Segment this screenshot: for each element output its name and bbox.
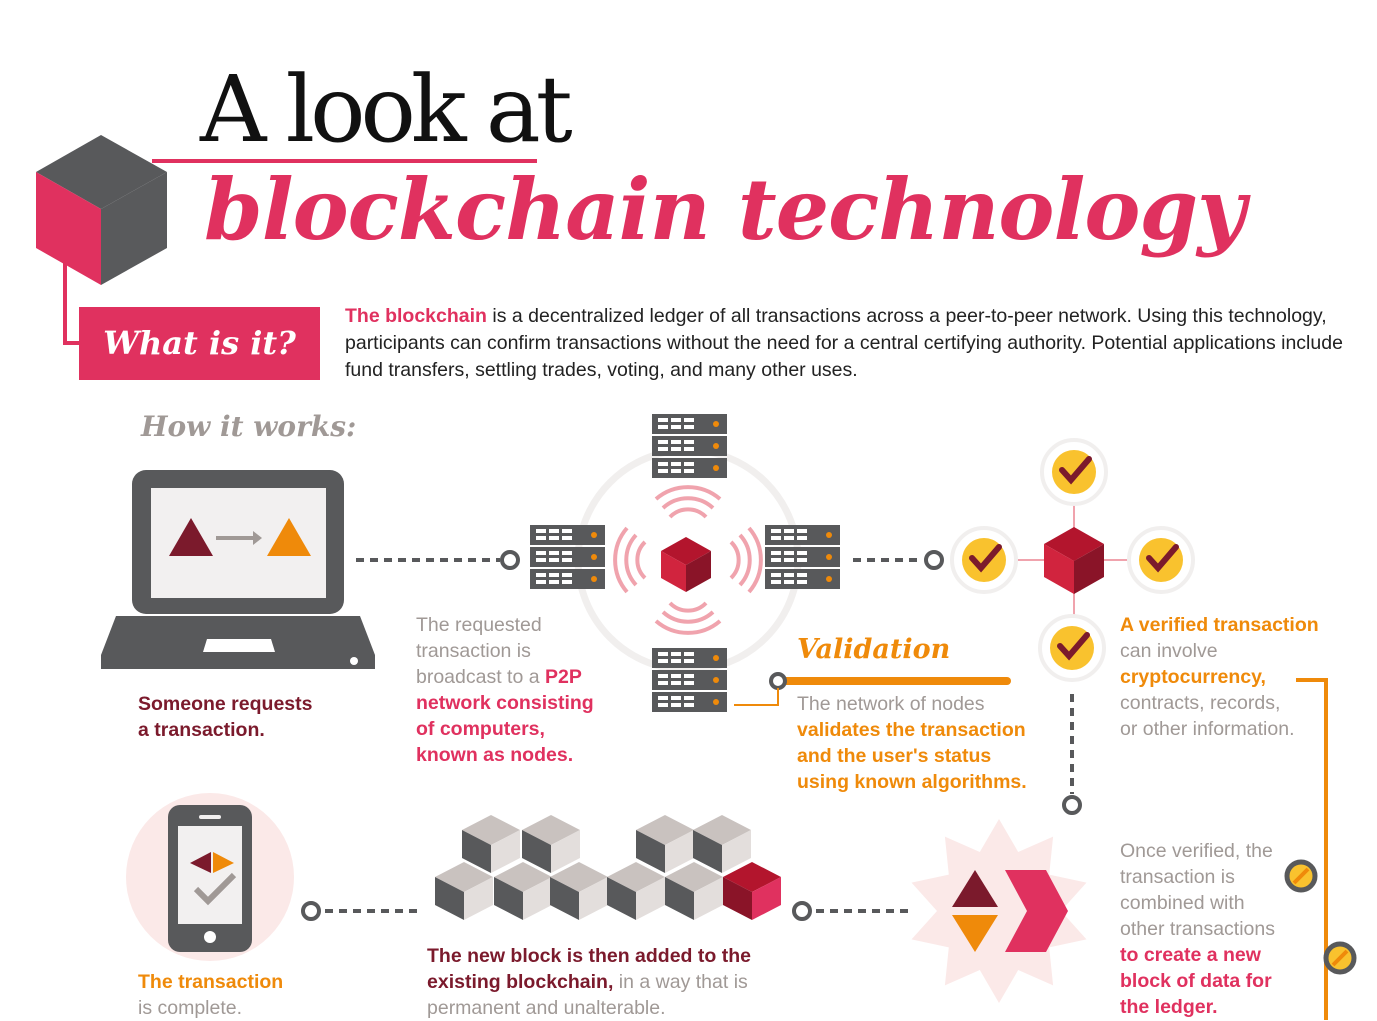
chain-cube <box>550 862 608 920</box>
orange-bracket <box>1284 678 1357 1020</box>
validation-connector <box>734 672 1011 706</box>
chain-cube <box>494 862 552 920</box>
step-complete-caption: The transaction is complete. <box>138 971 284 1019</box>
step-broadcast-caption: The requested transaction is broadcast t… <box>416 614 594 766</box>
new-block-cube <box>723 862 781 920</box>
cube-icon <box>661 537 711 592</box>
cube-icon <box>36 135 167 285</box>
what-is-it-label: What is it? <box>79 307 320 380</box>
title-line-1: A look at <box>200 56 573 163</box>
server-icon <box>530 525 605 589</box>
laptop-icon <box>101 470 375 669</box>
step-validation-caption: The network of nodes validates the trans… <box>797 693 1027 793</box>
cube-icon <box>1044 527 1104 594</box>
title-line-2: blockchain technology <box>204 160 1246 259</box>
server-icon <box>652 414 727 478</box>
intro-text: is a decentralized ledger of all transac… <box>345 305 1343 381</box>
checkmark-icon <box>950 526 1018 594</box>
step-verified-caption: A verified transaction can involve crypt… <box>1120 614 1319 740</box>
how-it-works-heading: How it works: <box>141 410 357 443</box>
intro-highlight: The blockchain <box>345 305 487 327</box>
step-added-caption: The new block is then added to the exist… <box>427 945 751 1019</box>
chain-cube <box>522 815 580 873</box>
checkmark-icon <box>1040 438 1108 506</box>
validation-title: Validation <box>797 634 951 665</box>
checkmark-icon <box>1038 614 1106 682</box>
starburst-icon <box>911 819 1087 1003</box>
signal-waves-icon <box>613 485 763 635</box>
chain-cube <box>607 862 665 920</box>
chain-cube <box>665 862 723 920</box>
server-icon <box>652 648 727 712</box>
step-combined-caption: Once verified, the transaction is combin… <box>1120 840 1276 1018</box>
checkmark-icon <box>1127 526 1195 594</box>
dashed-connectors <box>301 550 1082 921</box>
block-chain-icon <box>435 815 781 920</box>
chain-cube <box>636 815 694 873</box>
chain-cube <box>693 815 751 873</box>
intro-paragraph: The blockchain is a decentralized ledger… <box>345 303 1345 384</box>
chain-cube <box>462 815 520 873</box>
chain-cube <box>435 862 493 920</box>
server-icon <box>765 525 840 589</box>
verification-cluster <box>1016 500 1132 622</box>
step-request-caption: Someone requests a transaction. <box>138 693 313 741</box>
smartphone-icon <box>126 793 294 961</box>
